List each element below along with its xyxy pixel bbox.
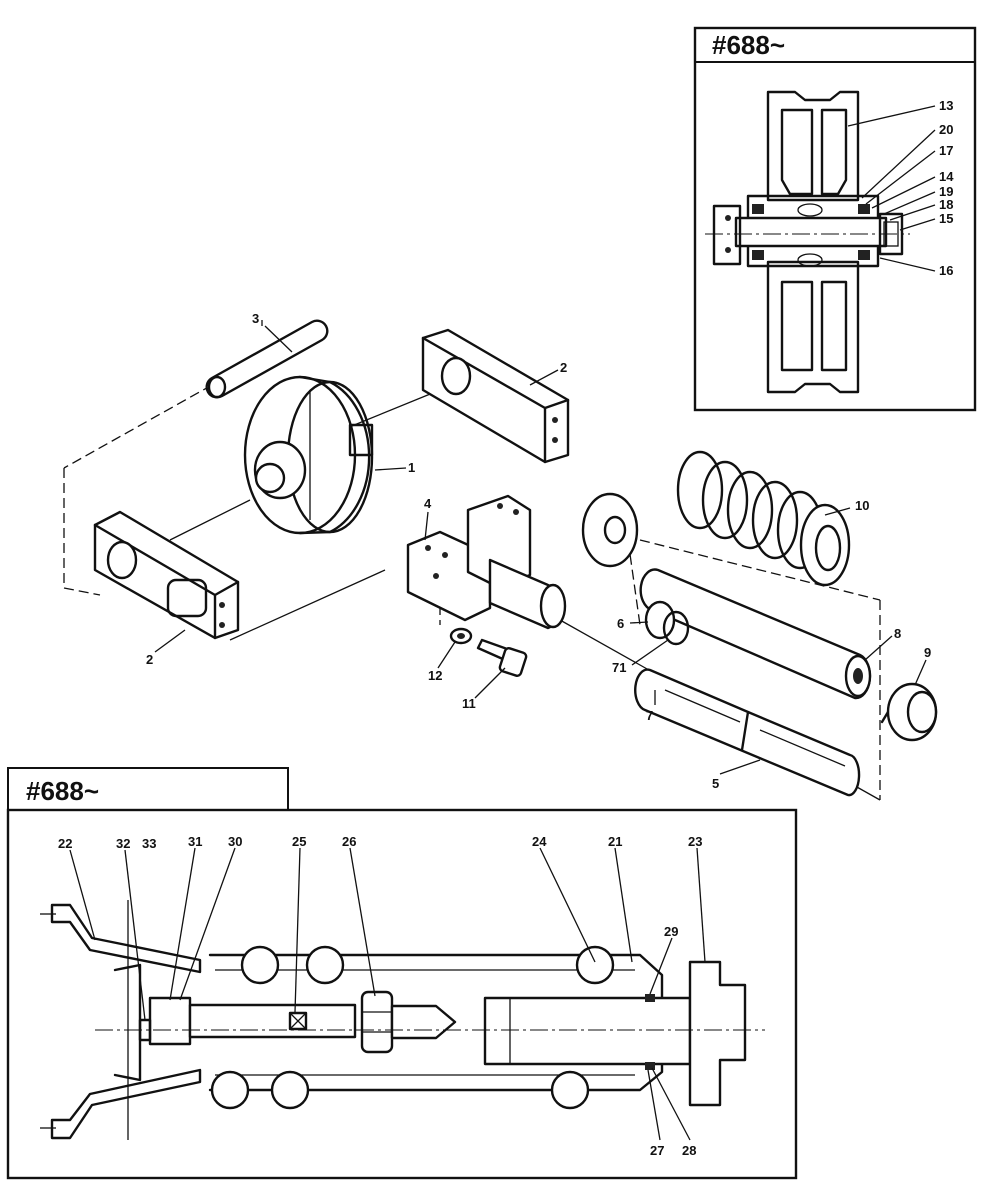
- label-71: 71: [612, 660, 626, 675]
- label-4: 4: [424, 496, 432, 511]
- recoil-leaders: [69, 847, 706, 1141]
- label-11: 11: [462, 696, 476, 711]
- yoke-part-4: [406, 494, 567, 630]
- label-25: 25: [292, 834, 306, 849]
- idler-wheel-part-1: [243, 375, 374, 535]
- label-28: 28: [682, 1143, 696, 1158]
- label-29: 29: [664, 924, 678, 939]
- label-16: 16: [939, 263, 953, 278]
- label-26: 26: [342, 834, 356, 849]
- inset-leaders: [847, 105, 936, 272]
- pin-part-3: [205, 319, 329, 399]
- cylinder-part-8: [639, 568, 872, 700]
- label-12: 12: [428, 668, 442, 683]
- rod-part-5: [634, 668, 861, 797]
- spring-part-10: [676, 450, 851, 587]
- inset-bottom-title: #688~: [26, 776, 99, 806]
- label-1: 1: [408, 460, 415, 475]
- nut-part-9: [880, 682, 938, 742]
- label-18: 18: [939, 197, 953, 212]
- label-31: 31: [188, 834, 202, 849]
- label-9: 9: [924, 645, 931, 660]
- inset-top-title: #688~: [712, 30, 785, 60]
- bolt-part-11: [476, 638, 528, 677]
- label-33: 33: [142, 836, 156, 851]
- label-20: 20: [939, 122, 953, 137]
- bracket-part-2-upper: [421, 328, 570, 464]
- label-17: 17: [939, 143, 953, 158]
- label-13: 13: [939, 98, 953, 113]
- label-6: 6: [617, 616, 624, 631]
- ring-part-6: [644, 600, 690, 646]
- inset-idler-section: #688~: [693, 26, 977, 412]
- label-30: 30: [228, 834, 242, 849]
- label-24: 24: [532, 834, 547, 849]
- inset-recoil-section: #688~: [6, 767, 798, 1180]
- idler-section-view: [705, 90, 910, 394]
- recoil-section-view: [40, 900, 765, 1140]
- label-14: 14: [939, 169, 954, 184]
- spring-seat-plate: [581, 492, 639, 568]
- label-27: 27: [650, 1143, 664, 1158]
- label-2-lower: 2: [146, 652, 153, 667]
- label-22: 22: [58, 836, 72, 851]
- bracket-part-2-lower: [93, 510, 240, 640]
- label-32: 32: [116, 836, 130, 851]
- label-7: 7: [646, 708, 653, 723]
- label-2-upper: 2: [560, 360, 567, 375]
- label-15: 15: [939, 211, 953, 226]
- label-10: 10: [855, 498, 869, 513]
- label-21: 21: [608, 834, 622, 849]
- label-3: 3: [252, 311, 259, 326]
- exploded-view: 3 2 1 4 2 10 8 9 6 71 7 5 12 11: [63, 311, 938, 801]
- label-5: 5: [712, 776, 719, 791]
- label-19: 19: [939, 184, 953, 199]
- washer-part-12: [449, 627, 473, 645]
- label-23: 23: [688, 834, 702, 849]
- label-8: 8: [894, 626, 901, 641]
